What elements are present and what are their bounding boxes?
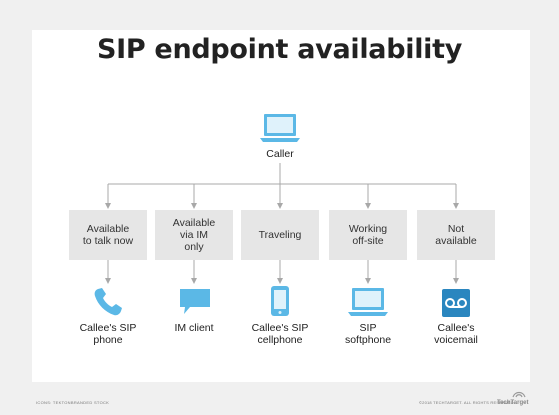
endpoint-label-voicemail: Callee's voicemail: [434, 322, 478, 346]
status-box-not-available: Not available: [417, 210, 495, 260]
techtarget-brand: TechTarget: [497, 400, 529, 406]
arrowhead-4: [365, 203, 371, 209]
arrowhead-1: [105, 203, 111, 209]
arrowhead-3: [277, 203, 283, 209]
arrowhead-9: [365, 278, 371, 284]
voicemail-icon: [442, 289, 470, 317]
arrowhead-7: [191, 278, 197, 284]
status-box-im-only: Available via IM only: [155, 210, 233, 260]
endpoint-label-sip-cellphone: Callee's SIP cellphone: [251, 322, 309, 346]
arrowhead-5: [453, 203, 459, 209]
arrowhead-6: [105, 278, 111, 284]
copyright-notice: ©2018 TECHTARGET. ALL RIGHTS RESERVED: [419, 400, 514, 405]
status-box-off-site: Working off-site: [329, 210, 407, 260]
softphone-laptop-icon: [348, 288, 388, 316]
arrowhead-8: [277, 278, 283, 284]
endpoint-label-softphone: SIP softphone: [344, 322, 392, 346]
endpoint-label-sip-phone: Callee's SIP phone: [79, 322, 137, 346]
arrowhead-2: [191, 203, 197, 209]
techtarget-logo-icon: [512, 391, 526, 398]
phone-icon: [94, 288, 122, 316]
laptop-icon: [260, 114, 300, 142]
status-box-available: Available to talk now: [69, 210, 147, 260]
status-box-traveling: Traveling: [241, 210, 319, 260]
icons-credit: ICONS: TEKTONBRANDED STOCK: [36, 400, 110, 405]
chat-bubble-icon: [180, 289, 210, 314]
caller-label: Caller: [266, 148, 294, 160]
cellphone-icon: [271, 286, 289, 316]
arrowhead-10: [453, 278, 459, 284]
endpoint-label-im-client: IM client: [174, 322, 214, 334]
diagram-title: SIP endpoint availability: [96, 34, 463, 65]
